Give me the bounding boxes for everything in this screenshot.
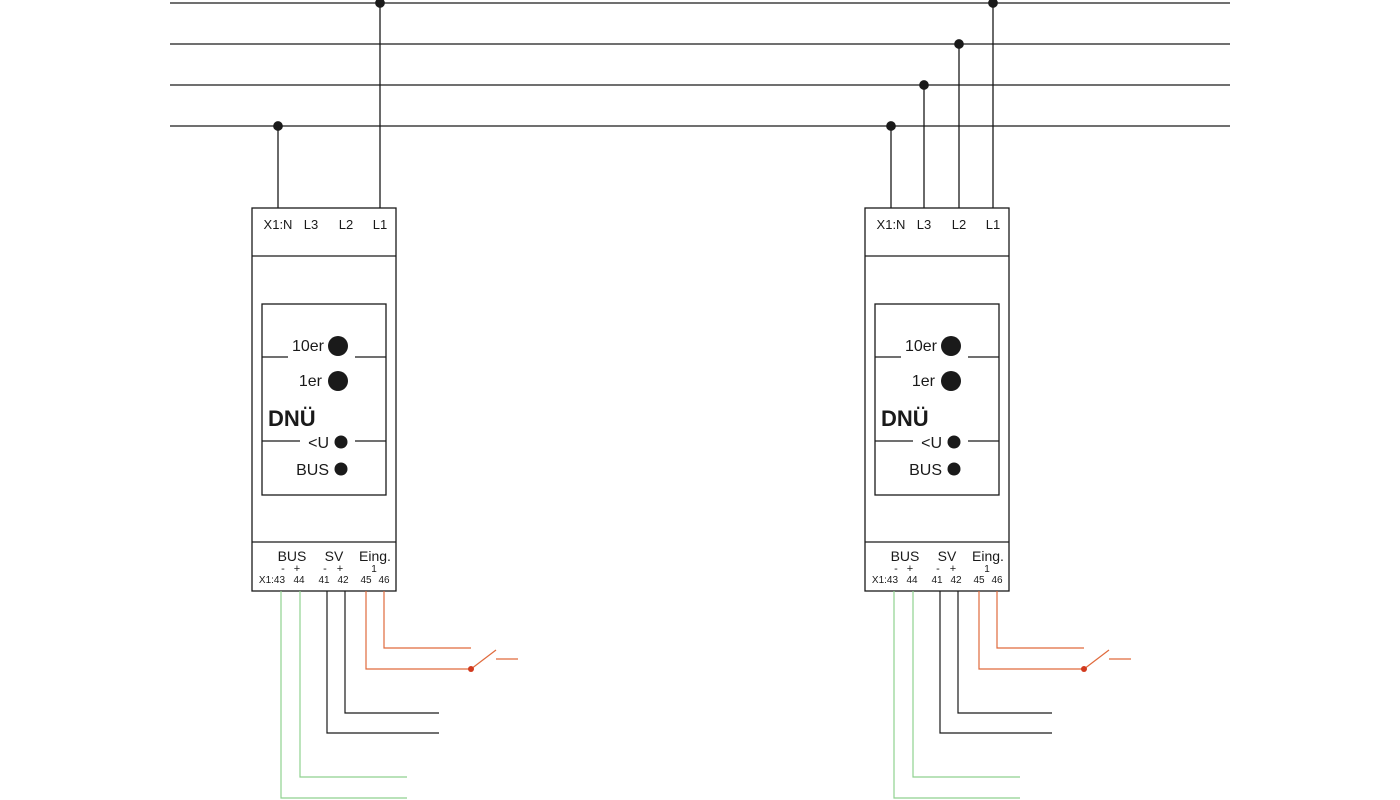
device-1-terminal-n: X1:N: [264, 217, 293, 232]
device-1-led-10er: [328, 336, 348, 356]
device-2-terminal-44: 44: [906, 575, 918, 586]
device-2-drop-wires: [886, 0, 998, 208]
device-1-input-wire-45: [365, 591, 471, 670]
device-1-led-u: [334, 435, 348, 449]
device-2-led-1er-label: 1er: [912, 373, 936, 390]
device-1-terminal-l1: L1: [373, 217, 387, 232]
device-2: X1:N L3 L2 L1 10er 1er DNÜ <U BUS BUS SV…: [864, 0, 1131, 799]
device-2-led-bus: [947, 462, 961, 476]
device-2-terminal-42: 42: [950, 575, 962, 586]
device-2-terminal-l2: L2: [952, 217, 966, 232]
device-2-label-sv-minus: -: [936, 563, 940, 575]
device-1-supply-voltage-wires: [326, 591, 439, 734]
device-2-terminal-l1: L1: [986, 217, 1000, 232]
device-1-led-1er: [328, 371, 348, 391]
device-2-label-sv: SV: [938, 548, 957, 564]
device-2-junction-l1: [988, 0, 998, 8]
device-2-sv-wire-42: [957, 591, 1052, 714]
device-1-bus-wire-plus: [299, 591, 407, 778]
device-1: X1:N L3 L2 L1 10er 1er DNÜ <U BUS BUS SV…: [251, 0, 518, 799]
device-1-led-10er-label: 10er: [292, 338, 325, 355]
device-2-label-eing: Eing.: [972, 548, 1004, 564]
device-1-label-input-1: 1: [371, 564, 377, 575]
device-1-label-sv: SV: [325, 548, 344, 564]
device-1-led-bus: [334, 462, 348, 476]
device-1-label-bus-plus: +: [294, 563, 300, 575]
device-2-housing: [864, 207, 1010, 592]
device-1-led-1er-label: 1er: [299, 373, 323, 390]
device-2-led-u-label: <U: [921, 435, 942, 452]
device-1-input-wire-46: [383, 591, 471, 649]
device-2-bus-wires: [893, 591, 1020, 799]
device-1-drop-wires: [273, 0, 385, 208]
device-1-housing: [251, 207, 397, 592]
device-2-switch-pivot: [1081, 666, 1087, 672]
device-2-junction-l3: [919, 80, 929, 90]
device-2-switch-contact: [1083, 649, 1110, 670]
device-1-terminal-44: 44: [293, 575, 305, 586]
device-1-label-bus: BUS: [278, 548, 307, 564]
device-2-front-panel: 10er 1er DNÜ <U BUS: [874, 303, 1000, 496]
device-1-front-panel: 10er 1er DNÜ <U BUS: [261, 303, 387, 496]
device-2-led-1er: [941, 371, 961, 391]
device-2-input-wire-45: [978, 591, 1084, 670]
device-2-input-wires: [978, 591, 1131, 672]
device-2-terminal-41: 41: [931, 575, 943, 586]
device-1-led-u-label: <U: [308, 435, 329, 452]
device-2-led-10er: [941, 336, 961, 356]
device-2-led-bus-label: BUS: [909, 462, 942, 479]
device-2-sv-wire-41: [939, 591, 1052, 734]
device-2-device-name: DNÜ: [881, 406, 929, 431]
device-2-input-wire-46: [996, 591, 1084, 649]
device-1-top-terminal-labels: X1:N L3 L2 L1: [264, 217, 388, 232]
device-1-terminal-46: 46: [378, 575, 390, 586]
device-1-label-sv-minus: -: [323, 563, 327, 575]
device-1-bottom-terminal-labels: BUS SV Eing. - + - + 1 X1:43 44 41 42 45…: [259, 548, 391, 586]
device-1-led-bus-label: BUS: [296, 462, 329, 479]
device-2-top-terminal-labels: X1:N L3 L2 L1: [877, 217, 1001, 232]
device-1-terminal-41: 41: [318, 575, 330, 586]
device-1-junction-n: [273, 121, 283, 131]
device-1-input-wires: [365, 591, 518, 672]
device-2-terminal-n: X1:N: [877, 217, 906, 232]
device-2-supply-voltage-wires: [939, 591, 1052, 734]
device-1-sv-wire-41: [326, 591, 439, 734]
device-2-label-sv-plus: +: [950, 563, 956, 575]
device-1-device-name: DNÜ: [268, 406, 316, 431]
device-2-junction-n: [886, 121, 896, 131]
device-1-switch-pivot: [468, 666, 474, 672]
device-2-led-u: [947, 435, 961, 449]
device-2-terminal-45: 45: [973, 575, 985, 586]
device-1-terminal-42: 42: [337, 575, 349, 586]
device-2-bus-wire-plus: [912, 591, 1020, 778]
device-1-terminal-l2: L2: [339, 217, 353, 232]
device-1-terminal-l3: L3: [304, 217, 318, 232]
device-2-label-input-1: 1: [984, 564, 990, 575]
device-2-display-panel: [874, 303, 1000, 496]
device-2-terminal-43: X1:43: [872, 575, 899, 586]
device-2-label-bus-plus: +: [907, 563, 913, 575]
device-1-label-sv-plus: +: [337, 563, 343, 575]
device-2-terminal-46: 46: [991, 575, 1003, 586]
device-2-led-10er-label: 10er: [905, 338, 938, 355]
device-1-terminal-43: X1:43: [259, 575, 286, 586]
device-1-terminal-45: 45: [360, 575, 372, 586]
device-1-label-bus-minus: -: [281, 563, 285, 575]
device-1-switch-contact: [470, 649, 497, 670]
device-1-display-panel: [261, 303, 387, 496]
device-1-bus-wire-minus: [280, 591, 407, 799]
device-2-terminal-l3: L3: [917, 217, 931, 232]
device-1-label-eing: Eing.: [359, 548, 391, 564]
device-2-label-bus-minus: -: [894, 563, 898, 575]
supply-lines: [170, 2, 1230, 127]
device-1-bus-wires: [280, 591, 407, 799]
device-2-bus-wire-minus: [893, 591, 1020, 799]
device-1-sv-wire-42: [344, 591, 439, 714]
device-2-bottom-terminal-labels: BUS SV Eing. - + - + 1 X1:43 44 41 42 45…: [872, 548, 1004, 586]
device-1-junction-l1: [375, 0, 385, 8]
device-2-label-bus: BUS: [891, 548, 920, 564]
device-2-junction-l2: [954, 39, 964, 49]
